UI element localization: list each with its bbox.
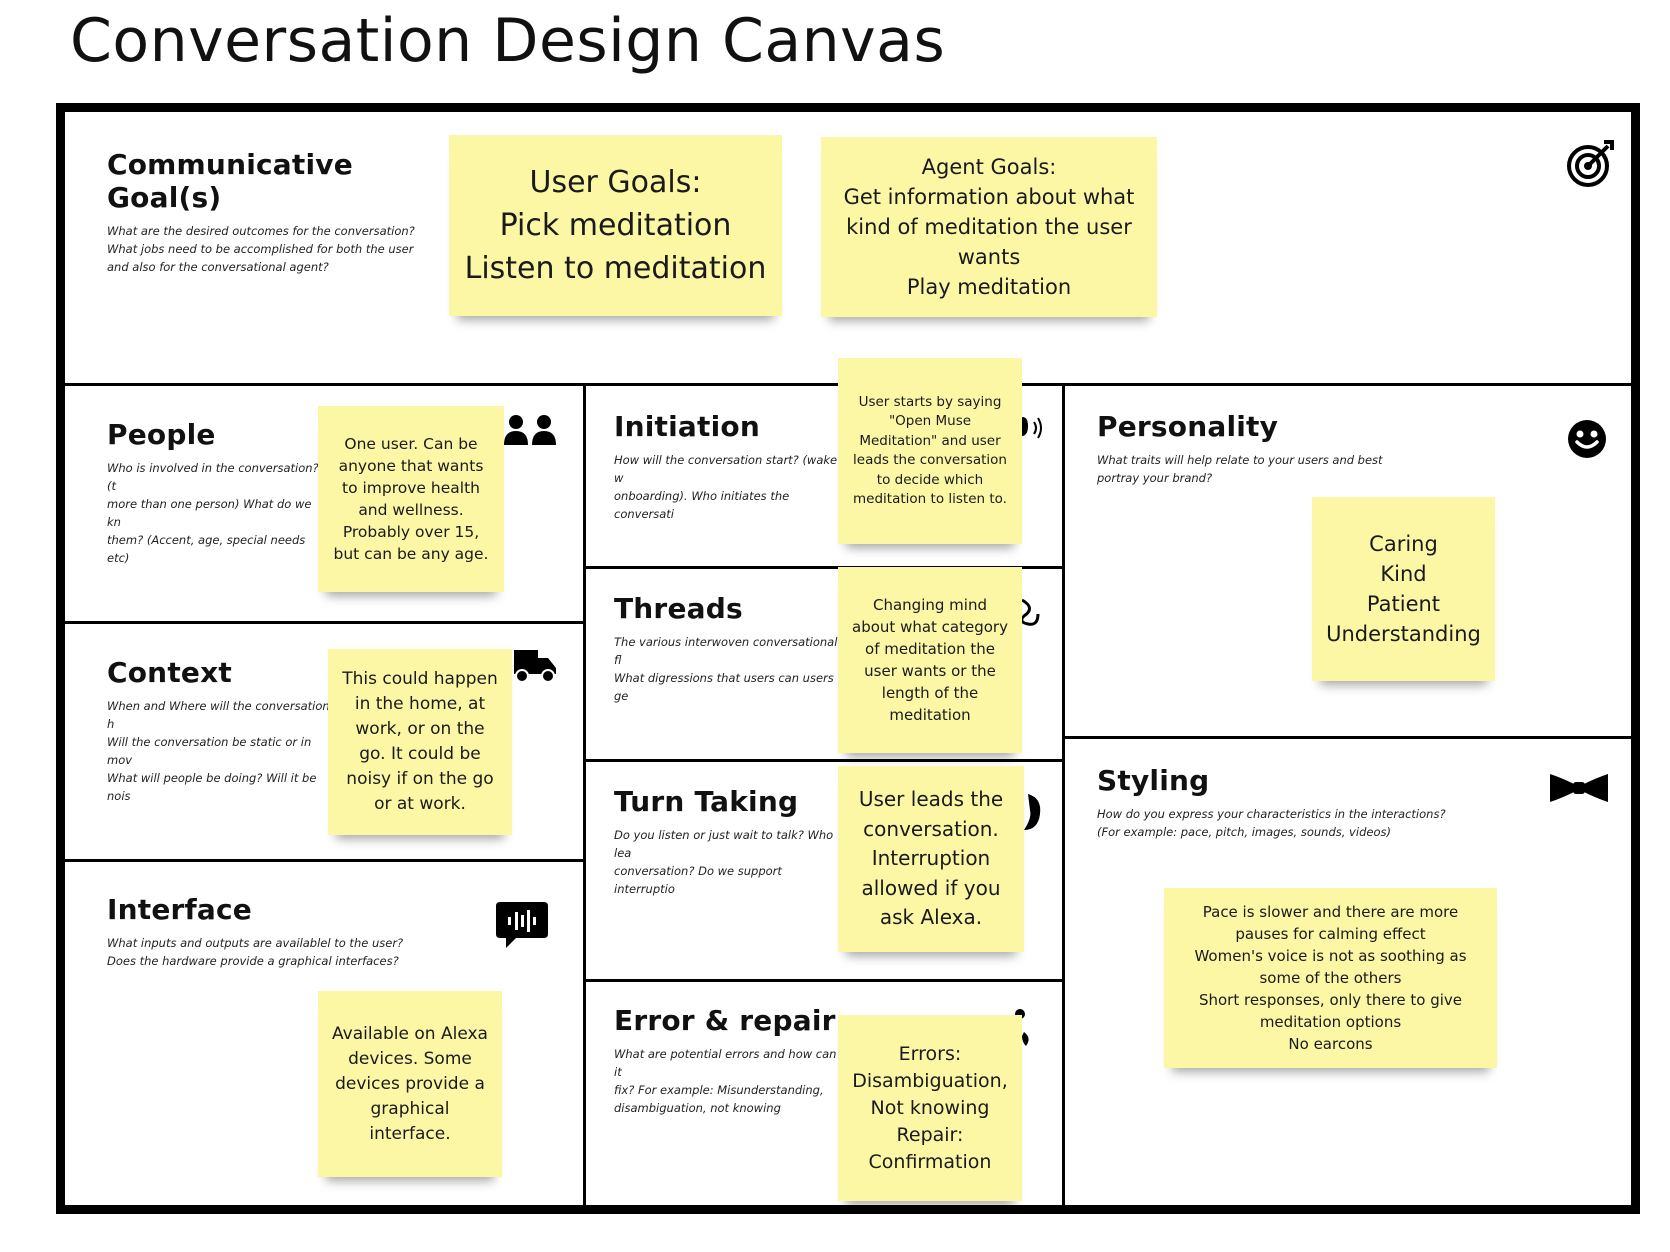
truck-icon (514, 650, 556, 683)
sticky-note-agent-goals[interactable]: Agent Goals: Get information about what … (821, 137, 1157, 317)
target-icon (1567, 140, 1614, 187)
section-turn-taking: Turn Taking Do you listen or just wait t… (614, 785, 844, 898)
section-heading: Error & repair (614, 1004, 836, 1037)
section-communicative-goals: Communicative Goal(s) What are the desir… (107, 148, 447, 276)
divider-context-bottom (65, 859, 583, 862)
section-description: What are the desired outcomes for the co… (107, 224, 415, 274)
section-description: What are potential errors and how can it… (614, 1047, 837, 1115)
section-context: Context When and Where will the conversa… (107, 656, 332, 805)
section-threads: Threads The various interwoven conversat… (614, 592, 844, 705)
smiley-icon (1568, 420, 1606, 458)
sticky-note-interface[interactable]: Available on Alexa devices. Some devices… (318, 991, 502, 1177)
section-description: Do you listen or just wait to talk? Who … (614, 828, 834, 896)
sticky-note-user-goals[interactable]: User Goals: Pick meditation Listen to me… (449, 135, 782, 316)
divider-personality-bottom (1065, 736, 1631, 739)
divider-turn-bottom (586, 979, 1062, 982)
sticky-note-threads[interactable]: Changing mind about what category of med… (838, 567, 1022, 753)
canvas-board (56, 103, 1640, 1214)
section-styling: Styling How do you express your characte… (1097, 764, 1497, 841)
section-heading: Communicative Goal(s) (107, 148, 353, 214)
sticky-note-personality[interactable]: Caring Kind Patient Understanding (1312, 497, 1495, 681)
section-heading: Interface (107, 893, 252, 926)
section-error-repair: Error & repair What are potential errors… (614, 1004, 844, 1117)
section-heading: Styling (1097, 764, 1210, 797)
people-icon (504, 415, 556, 445)
section-description: The various interwoven conversational fl… (614, 635, 838, 703)
sticky-note-people[interactable]: One user. Can be anyone that wants to im… (318, 406, 504, 592)
section-heading: Context (107, 656, 232, 689)
section-description: How do you express your characteristics … (1097, 807, 1446, 839)
divider-people-bottom (65, 621, 583, 624)
divider-initiation-bottom (586, 566, 1062, 569)
section-description: How will the conversation start? (wake w… (614, 453, 838, 521)
sticky-note-context[interactable]: This could happen in the home, at work, … (328, 649, 512, 835)
threads-icon (1020, 598, 1040, 626)
section-heading: Threads (614, 592, 743, 625)
turn-taking-icon (1024, 794, 1041, 830)
page-title: Conversation Design Canvas (70, 6, 946, 76)
section-interface: Interface What inputs and outputs are av… (107, 893, 447, 970)
section-description: Who is involved in the conversation? (t … (107, 461, 319, 565)
voice-chat-icon (496, 902, 548, 948)
sticky-note-styling[interactable]: Pace is slower and there are more pauses… (1164, 888, 1497, 1068)
section-initiation: Initiation How will the conversation sta… (614, 410, 844, 523)
section-personality: Personality What traits will help relate… (1097, 410, 1457, 487)
section-heading: Personality (1097, 410, 1279, 443)
divider-left-column (583, 383, 586, 1205)
section-heading: People (107, 418, 216, 451)
section-description: When and Where will the conversation h W… (107, 699, 330, 803)
sticky-note-turn-taking[interactable]: User leads the conversation. Interruptio… (838, 766, 1024, 952)
divider-threads-bottom (586, 759, 1062, 762)
bowtie-icon (1550, 774, 1608, 802)
sticky-note-error-repair[interactable]: Errors: Disambiguation, Not knowing Repa… (838, 1015, 1022, 1201)
section-heading: Initiation (614, 410, 760, 443)
section-people: People Who is involved in the conversati… (107, 418, 322, 567)
section-description: What traits will help relate to your use… (1097, 453, 1383, 485)
section-description: What inputs and outputs are availablel t… (107, 936, 404, 968)
divider-right-column (1062, 383, 1065, 1205)
sticky-note-initiation[interactable]: User starts by saying "Open Muse Meditat… (838, 358, 1022, 544)
section-heading: Turn Taking (614, 785, 799, 818)
